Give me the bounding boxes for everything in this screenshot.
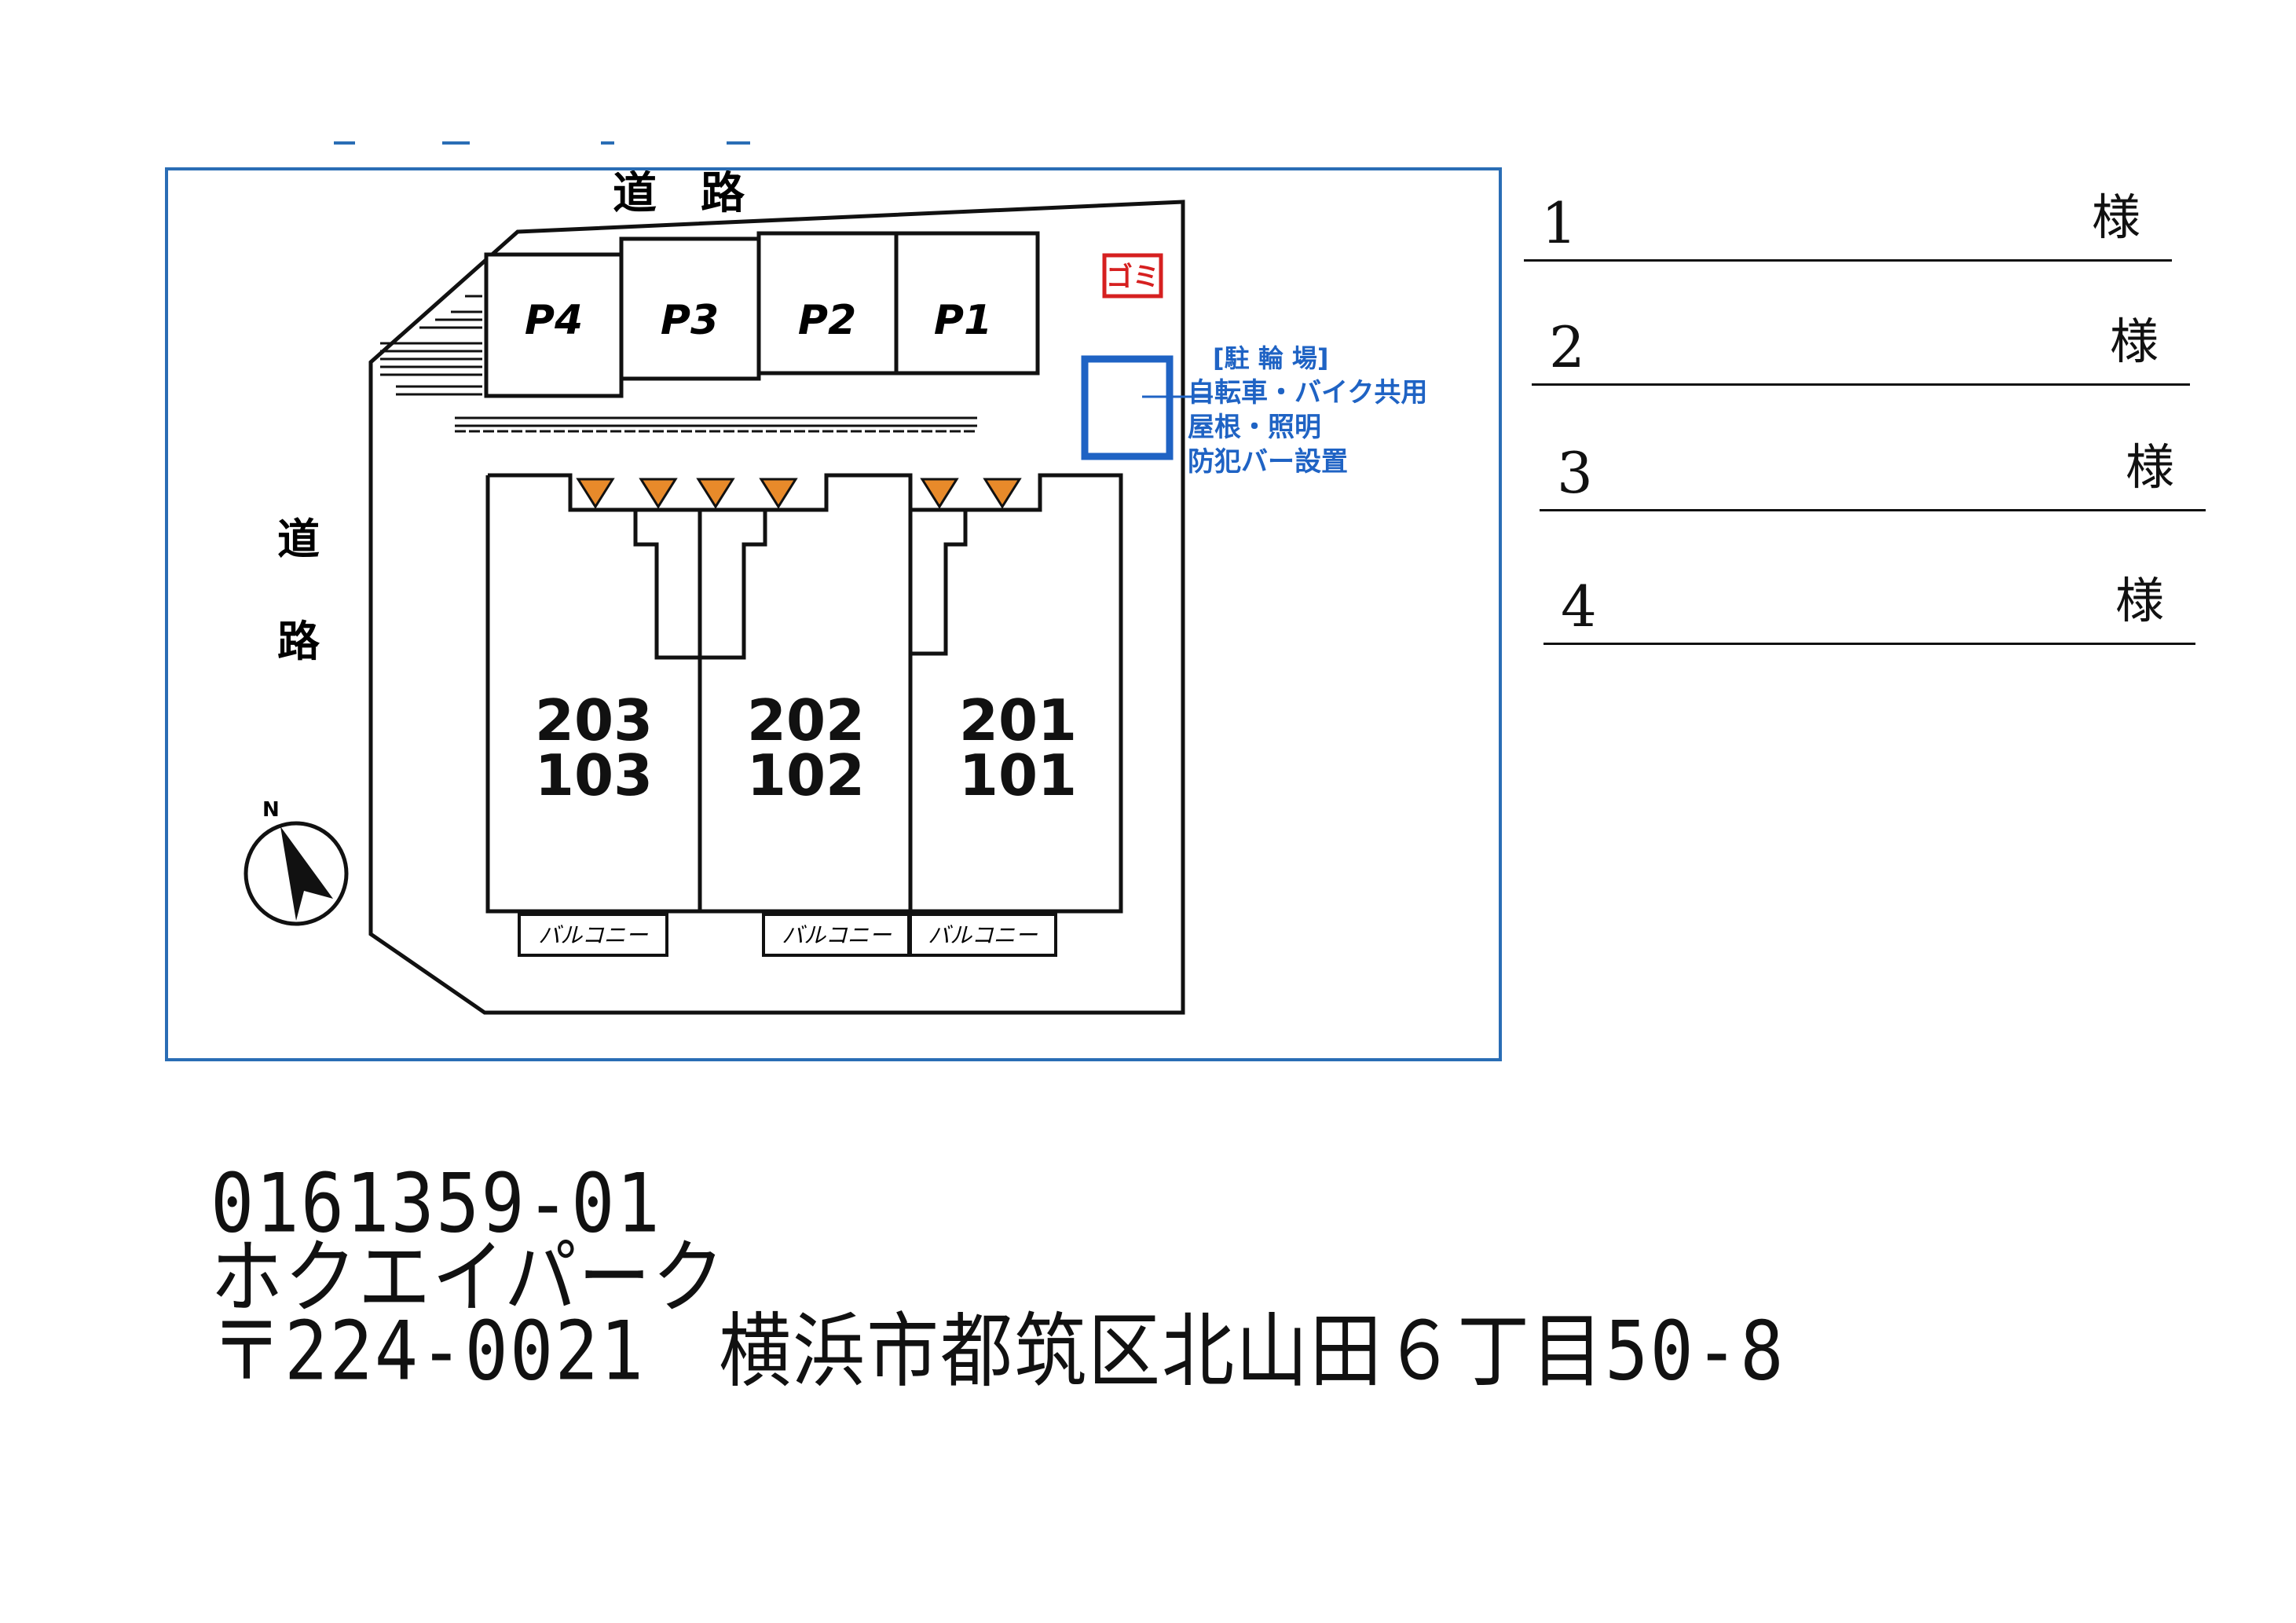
recipient-line-2: 2 様 bbox=[1532, 289, 2190, 386]
road-label-top: 道 路 bbox=[613, 170, 745, 219]
parking-p4: P4 bbox=[525, 297, 583, 344]
unit-101: 101 bbox=[959, 742, 1077, 808]
parking-area: P4 P3 P2 P1 bbox=[484, 231, 1040, 398]
site-boundary bbox=[368, 200, 1185, 1015]
recipient-number: 2 bbox=[1549, 314, 1585, 380]
parking-p3: P3 bbox=[661, 297, 719, 344]
unit-labels: 203 103 202 102 201 101 bbox=[535, 687, 1077, 808]
property-address: 〒224-0021 横浜市都筑区北山田６丁目50-8 bbox=[211, 1304, 1785, 1398]
property-code: 0161359-01 bbox=[211, 1156, 661, 1251]
recipient-list: 1 様 2 様 3 様 4 様 bbox=[1524, 165, 2206, 668]
decorative-dashes bbox=[334, 141, 750, 145]
recipient-suffix: 様 bbox=[2125, 438, 2174, 496]
north-label: N bbox=[262, 798, 280, 822]
bicycle-parking: [駐 輪 場] 自転車・バイク共用 屋根・照明 防犯バー設置 bbox=[1081, 343, 1427, 478]
recipient-line-4: 4 様 bbox=[1543, 548, 2195, 645]
road-label-left-1: 道 bbox=[277, 515, 320, 564]
unit-203: 203 bbox=[535, 687, 653, 753]
property-name: ホクエイパーク bbox=[211, 1230, 727, 1324]
bike-line-1: 自転車・バイク共用 bbox=[1188, 377, 1427, 408]
balcony-202: バルコニー bbox=[782, 922, 892, 948]
bike-line-3: 防犯バー設置 bbox=[1188, 446, 1348, 478]
unit-102: 102 bbox=[747, 742, 865, 808]
unit-201: 201 bbox=[959, 687, 1077, 753]
wheel-stops bbox=[455, 416, 977, 433]
garbage-station: ゴミ bbox=[1102, 253, 1163, 299]
bike-title: [駐 輪 場] bbox=[1213, 343, 1329, 373]
recipient-number: 4 bbox=[1561, 573, 1597, 639]
garbage-label: ゴミ bbox=[1106, 262, 1159, 293]
recipient-suffix: 様 bbox=[2091, 189, 2140, 246]
stairs bbox=[380, 295, 482, 396]
balcony-203: バルコニー bbox=[538, 922, 648, 948]
unit-103: 103 bbox=[535, 742, 653, 808]
parking-p1: P1 bbox=[934, 297, 992, 344]
recipient-line-3: 3 様 bbox=[1540, 415, 2206, 511]
property-info: 0161359-01 ホクエイパーク 〒224-0021 横浜市都筑区北山田６丁… bbox=[211, 1156, 2096, 1392]
recipient-line-1: 1 様 bbox=[1524, 165, 2172, 262]
recipient-number: 3 bbox=[1557, 440, 1593, 506]
entrance-markers bbox=[576, 478, 1022, 509]
site-plan-frame: 道 路 道 路 bbox=[165, 167, 1502, 1061]
bike-line-2: 屋根・照明 bbox=[1188, 412, 1321, 443]
parking-p2: P2 bbox=[798, 297, 856, 344]
recipient-number: 1 bbox=[1541, 190, 1577, 256]
site-plan: 道 路 道 路 bbox=[244, 168, 1427, 1015]
unit-202: 202 bbox=[747, 687, 865, 753]
building bbox=[485, 473, 1123, 914]
recipient-suffix: 様 bbox=[2109, 313, 2159, 370]
road-label-left-2: 路 bbox=[277, 617, 320, 666]
north-arrow-icon: N bbox=[244, 798, 349, 926]
balcony-201: バルコニー bbox=[928, 922, 1038, 948]
balconies: バルコニー バルコニー バルコニー bbox=[518, 913, 1057, 957]
recipient-suffix: 様 bbox=[2115, 572, 2164, 629]
